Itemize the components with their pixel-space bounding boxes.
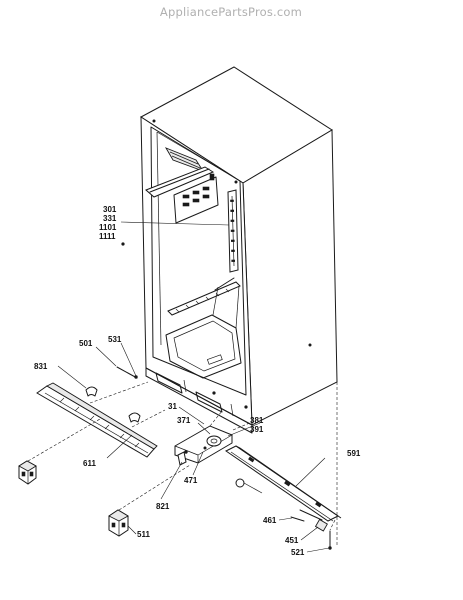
part-labels: 301 331 1101 1111 501 531 831 611 31 371… (34, 205, 361, 557)
leveling-leg-511 (108, 509, 129, 537)
label-821: 821 (156, 502, 170, 511)
label-461: 461 (263, 516, 277, 525)
label-521: 521 (291, 548, 305, 557)
front-roller-bracket (174, 425, 233, 466)
label-591: 591 (347, 449, 361, 458)
refrigerator-cabinet (140, 66, 338, 434)
grille-clip-right (128, 412, 141, 423)
label-471: 471 (184, 476, 198, 485)
label-391: 391 (250, 425, 264, 434)
bracket-tab (177, 451, 187, 466)
label-451: 451 (285, 536, 299, 545)
label-1101: 1101 (99, 223, 117, 232)
label-501: 501 (79, 339, 93, 348)
evaporator-cover (173, 176, 219, 224)
middle-shelf-bar (167, 281, 241, 316)
label-371: 371 (177, 416, 191, 425)
rear-leg-bracket (225, 445, 342, 550)
label-831: 831 (34, 362, 48, 371)
front-roller-wheel (206, 435, 222, 447)
label-511: 511 (137, 530, 150, 539)
crisper-pan-outline (165, 314, 242, 379)
label-611: 611 (83, 459, 96, 468)
grille-clip-left (85, 386, 98, 397)
label-31: 31 (168, 402, 177, 411)
rear-roller-451 (314, 518, 328, 532)
label-381: 381 (250, 416, 264, 425)
label-301: 301 (103, 205, 117, 214)
rail-roller (235, 478, 245, 488)
callout-leaders (57, 221, 330, 553)
label-331: 331 (103, 214, 117, 223)
cabinet-side-panel (242, 129, 338, 426)
label-531: 531 (108, 335, 122, 344)
toe-grille-assembly (36, 382, 158, 458)
bottom-front-edge (145, 367, 253, 434)
bottom-slot-left (155, 372, 183, 394)
toe-grille-top-edge (46, 382, 158, 450)
watermark-text: AppliancePartsPros.com (160, 5, 302, 19)
crisper-inner-outline (173, 320, 236, 372)
bottom-slot-right (195, 391, 223, 413)
leveling-leg-left (18, 460, 37, 485)
label-1111: 1111 (99, 232, 116, 241)
explosion-lines (27, 381, 338, 545)
